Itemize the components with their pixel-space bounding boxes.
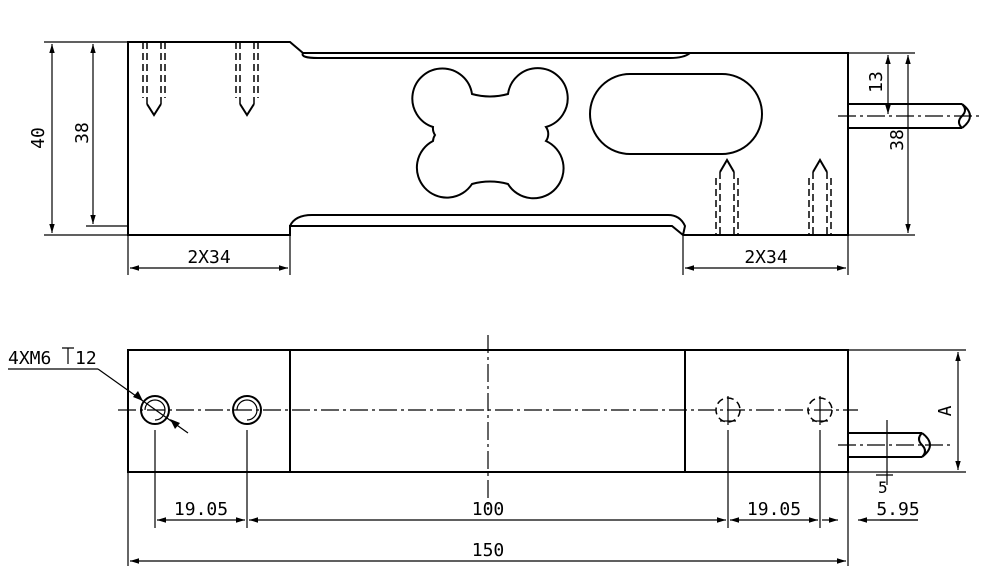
thread-callout: 4XM6 12 [8,347,189,434]
dim-cable-13: 13 [866,55,891,114]
thread-depth-label: 12 [75,348,97,369]
top-holes-left [140,395,262,425]
dim-height-38-right-label: 38 [887,129,908,151]
dim-height-38-left-label: 38 [72,122,93,144]
slot-cutout [589,73,763,155]
dim-left-hole-label: 19.05 [174,499,228,520]
dim-left-thread-spacing-label: 2X34 [187,247,230,268]
side-cable [838,103,980,129]
dim-center-label: 100 [472,499,505,520]
clover-cutout [411,67,569,200]
dim-cable-13-label: 13 [866,71,887,93]
dim-cable-label: 5.95 [876,499,919,520]
top-view: 4XM6 12 A 19.05 100 19.05 [8,335,966,566]
dim-chain: 19.05 100 19.05 5.95 5 [127,430,920,566]
dim-left-thread-spacing: 2X34 [127,235,291,275]
dim-right-thread-spacing: 2X34 [682,235,849,275]
dim-width-a: A [848,349,966,473]
left-thread-holes [142,42,259,117]
side-view: 40 38 38 13 2X34 [28,41,980,275]
dim-height-40: 40 [28,41,128,236]
dim-total-length-label: 150 [472,540,505,561]
bottom-recess-line [289,214,687,236]
dim-right-thread-spacing-label: 2X34 [744,247,787,268]
dim-height-38-right: 38 [848,52,915,236]
top-recess-line [301,52,691,59]
top-cable [838,420,950,485]
top-holes-right-hidden [715,396,833,425]
dim-height-38-left: 38 [72,44,128,227]
dim-cable-small-label: 5 [878,478,888,497]
dim-height-40-label: 40 [28,127,49,149]
right-thread-holes [715,158,832,235]
dim-right-hole-label: 19.05 [747,499,801,520]
dim-total-length: 150 [130,540,846,564]
dim-width-a-label: A [935,405,956,416]
thread-callout-label: 4XM6 [8,348,51,369]
side-body-outline [127,41,849,236]
